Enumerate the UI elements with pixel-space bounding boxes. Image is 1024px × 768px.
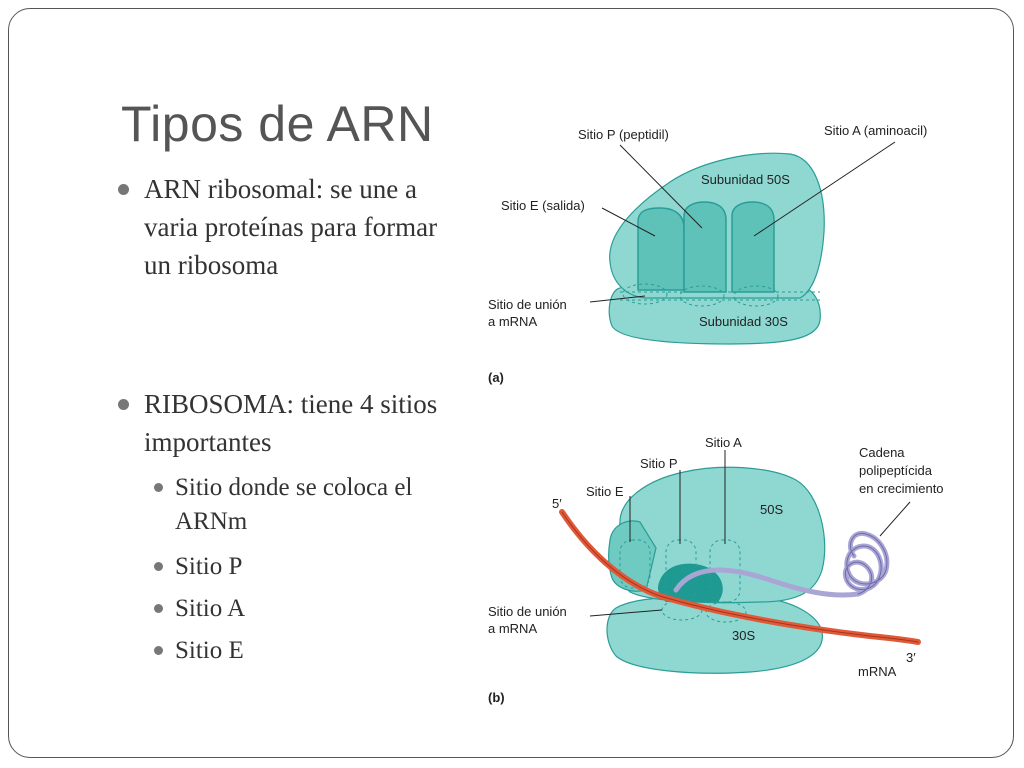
label-mrna: mRNA xyxy=(858,664,897,679)
label-subunit-30s: Subunidad 30S xyxy=(699,314,788,329)
sub-bullet-site-p: Sitio P xyxy=(154,550,475,584)
label-mrna-site-line2: a mRNA xyxy=(488,621,537,636)
label-three-prime: 3′ xyxy=(906,650,916,665)
site-p-pocket xyxy=(683,201,727,293)
label-mrna-site-line2: a mRNA xyxy=(488,314,537,329)
label-subunit-50s: Subunidad 50S xyxy=(701,172,790,187)
label-50s: 50S xyxy=(760,502,783,517)
site-e-pocket xyxy=(637,207,685,291)
label-site-a: Sitio A (aminoacil) xyxy=(824,123,927,138)
panel-label-b: (b) xyxy=(488,690,505,705)
slide-title: Tipos de ARN xyxy=(121,96,434,152)
label-30s: 30S xyxy=(732,628,755,643)
panel-label-a: (a) xyxy=(488,370,504,385)
sub-bullet-mrna-site: Sitio donde se coloca el ARNm xyxy=(154,471,475,539)
label-site-p: Sitio P xyxy=(640,456,678,471)
ribosome-diagram-a: Sitio P (peptidil) Sitio A (aminoacil) S… xyxy=(488,123,927,385)
ribosome-diagram-b: Sitio A Sitio P Sitio E 5′ 50S 30S Caden… xyxy=(488,435,944,705)
label-mrna-site-line1: Sitio de unión xyxy=(488,297,567,312)
label-chain-line1: Cadena xyxy=(859,445,905,460)
label-mrna-site-line1: Sitio de unión xyxy=(488,604,567,619)
bullet-ribosomal-rna: ARN ribosomal: se une a varia proteínas … xyxy=(118,170,444,284)
slide-frame: Tipos de ARN xyxy=(8,8,1014,758)
label-site-e: Sitio E (salida) xyxy=(501,198,585,213)
label-site-p: Sitio P (peptidil) xyxy=(578,127,669,142)
subunit-50s-shape xyxy=(617,466,826,604)
site-a-pocket xyxy=(731,201,775,293)
label-chain-line2: polipeptícida xyxy=(859,463,933,478)
bullet-ribosome-sites: RIBOSOMA: tiene 4 sitios importantes xyxy=(118,385,444,461)
label-chain-line3: en crecimiento xyxy=(859,481,944,496)
sub-bullet-site-e: Sitio E xyxy=(154,634,475,668)
sub-bullet-site-a: Sitio A xyxy=(154,592,475,626)
label-site-a: Sitio A xyxy=(705,435,742,450)
label-site-e: Sitio E xyxy=(586,484,624,499)
polypeptide-chain xyxy=(673,567,861,598)
label-five-prime: 5′ xyxy=(552,496,562,511)
